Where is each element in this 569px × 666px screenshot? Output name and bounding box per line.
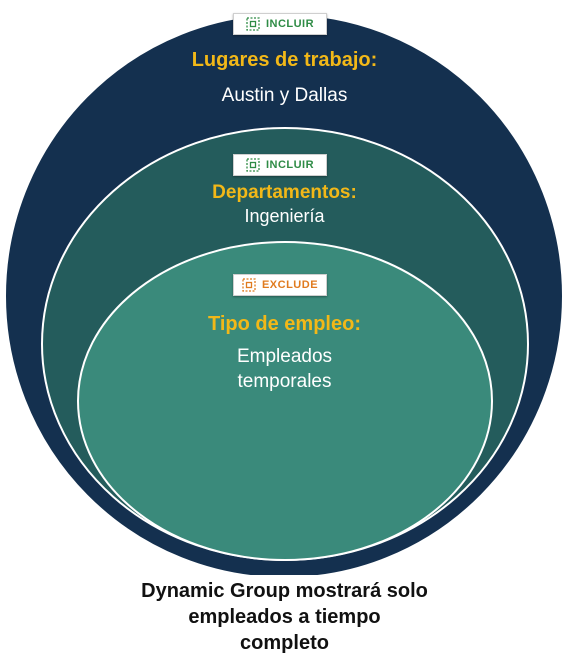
middle-value: Ingeniería xyxy=(244,206,325,226)
include-filter-icon xyxy=(246,158,260,172)
middle-include-badge: INCLUIR xyxy=(233,154,327,176)
inner-exclude-badge: EXCLUDE xyxy=(233,274,327,296)
exclude-filter-icon xyxy=(242,278,256,292)
outer-badge-label: INCLUIR xyxy=(265,18,315,30)
include-filter-icon xyxy=(246,17,260,31)
result-caption: Dynamic Group mostrará solo empleados a … xyxy=(60,578,509,656)
middle-badge-label: INCLUIR xyxy=(265,159,315,171)
caption-line-3: completo xyxy=(240,632,329,654)
inner-badge-label: EXCLUDE xyxy=(261,279,319,291)
caption-line-1: Dynamic Group mostrará solo xyxy=(141,580,428,602)
middle-heading: Departamentos: xyxy=(212,182,357,203)
outer-heading: Lugares de trabajo: xyxy=(191,49,378,71)
inner-value-line1: Empleados xyxy=(236,346,333,367)
inner-heading: Tipo de empleo: xyxy=(208,313,361,335)
caption-line-2: empleados a tiempo xyxy=(188,606,381,628)
outer-include-badge: INCLUIR xyxy=(233,13,327,35)
inner-circle-employment-type xyxy=(77,241,493,561)
outer-value: Austin y Dallas xyxy=(221,85,348,106)
inner-value-line2: temporales xyxy=(237,371,332,392)
